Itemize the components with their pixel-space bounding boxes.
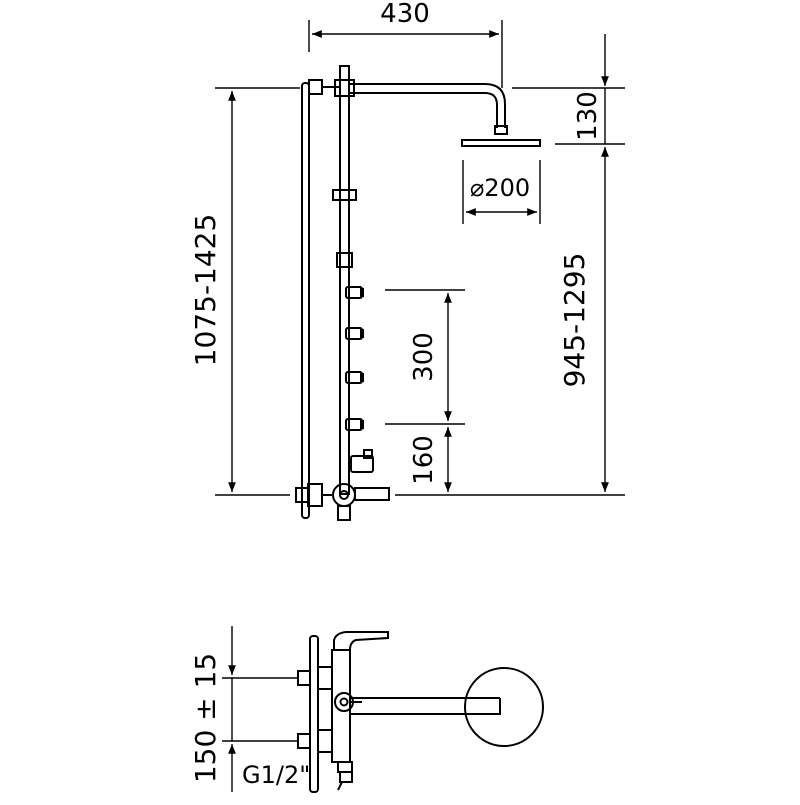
slider-ring (336, 252, 353, 268)
dim-head-diameter: ⌀200 (462, 160, 541, 224)
side-arm (350, 697, 501, 715)
dim-jet-span-label: 300 (409, 332, 439, 382)
slider-holder (332, 189, 357, 201)
front-view: 430 130 ⌀200 1075-1425 945-1 (189, 0, 625, 521)
wall-plate (301, 82, 310, 519)
dim-width-label: 430 (380, 0, 430, 29)
dim-inlet-spacing: 150 ± 15 (189, 626, 298, 792)
shower-head (461, 139, 541, 147)
shower-arm (349, 83, 506, 128)
shower-column (339, 65, 350, 495)
mixer-valve (295, 483, 390, 521)
dim-head-height: 945-1295 (395, 147, 625, 496)
dim-total-height: 1075-1425 (189, 87, 300, 496)
dim-width: 430 (308, 0, 503, 88)
dim-jet-offset: 160 (409, 427, 452, 492)
dim-jet-offset-label: 160 (409, 435, 439, 485)
dim-head-diameter-label: ⌀200 (470, 174, 530, 202)
dim-head-drop-label: 130 (573, 91, 603, 141)
dim-jet-span: 300 (385, 289, 465, 425)
body-jets (345, 286, 364, 431)
lower-fitting (337, 761, 353, 773)
upper-inlet (297, 670, 311, 686)
top-bracket (308, 79, 323, 95)
side-wall-plate (309, 635, 319, 793)
mixer-lever (333, 631, 389, 651)
side-shower-head (464, 667, 544, 747)
diverter-knob (350, 455, 374, 473)
mixer-body (331, 649, 351, 763)
dim-head-height-label: 945-1295 (558, 253, 591, 388)
column-top-block (334, 79, 355, 97)
side-view: 150 ± 15 G1/2" (189, 626, 544, 793)
dim-inlet-spacing-label: 150 ± 15 (189, 653, 222, 783)
dim-head-drop: 130 (512, 34, 625, 145)
dim-total-height-label: 1075-1425 (189, 214, 222, 367)
thread-label: G1/2" (242, 761, 310, 789)
lower-inlet (297, 733, 311, 749)
